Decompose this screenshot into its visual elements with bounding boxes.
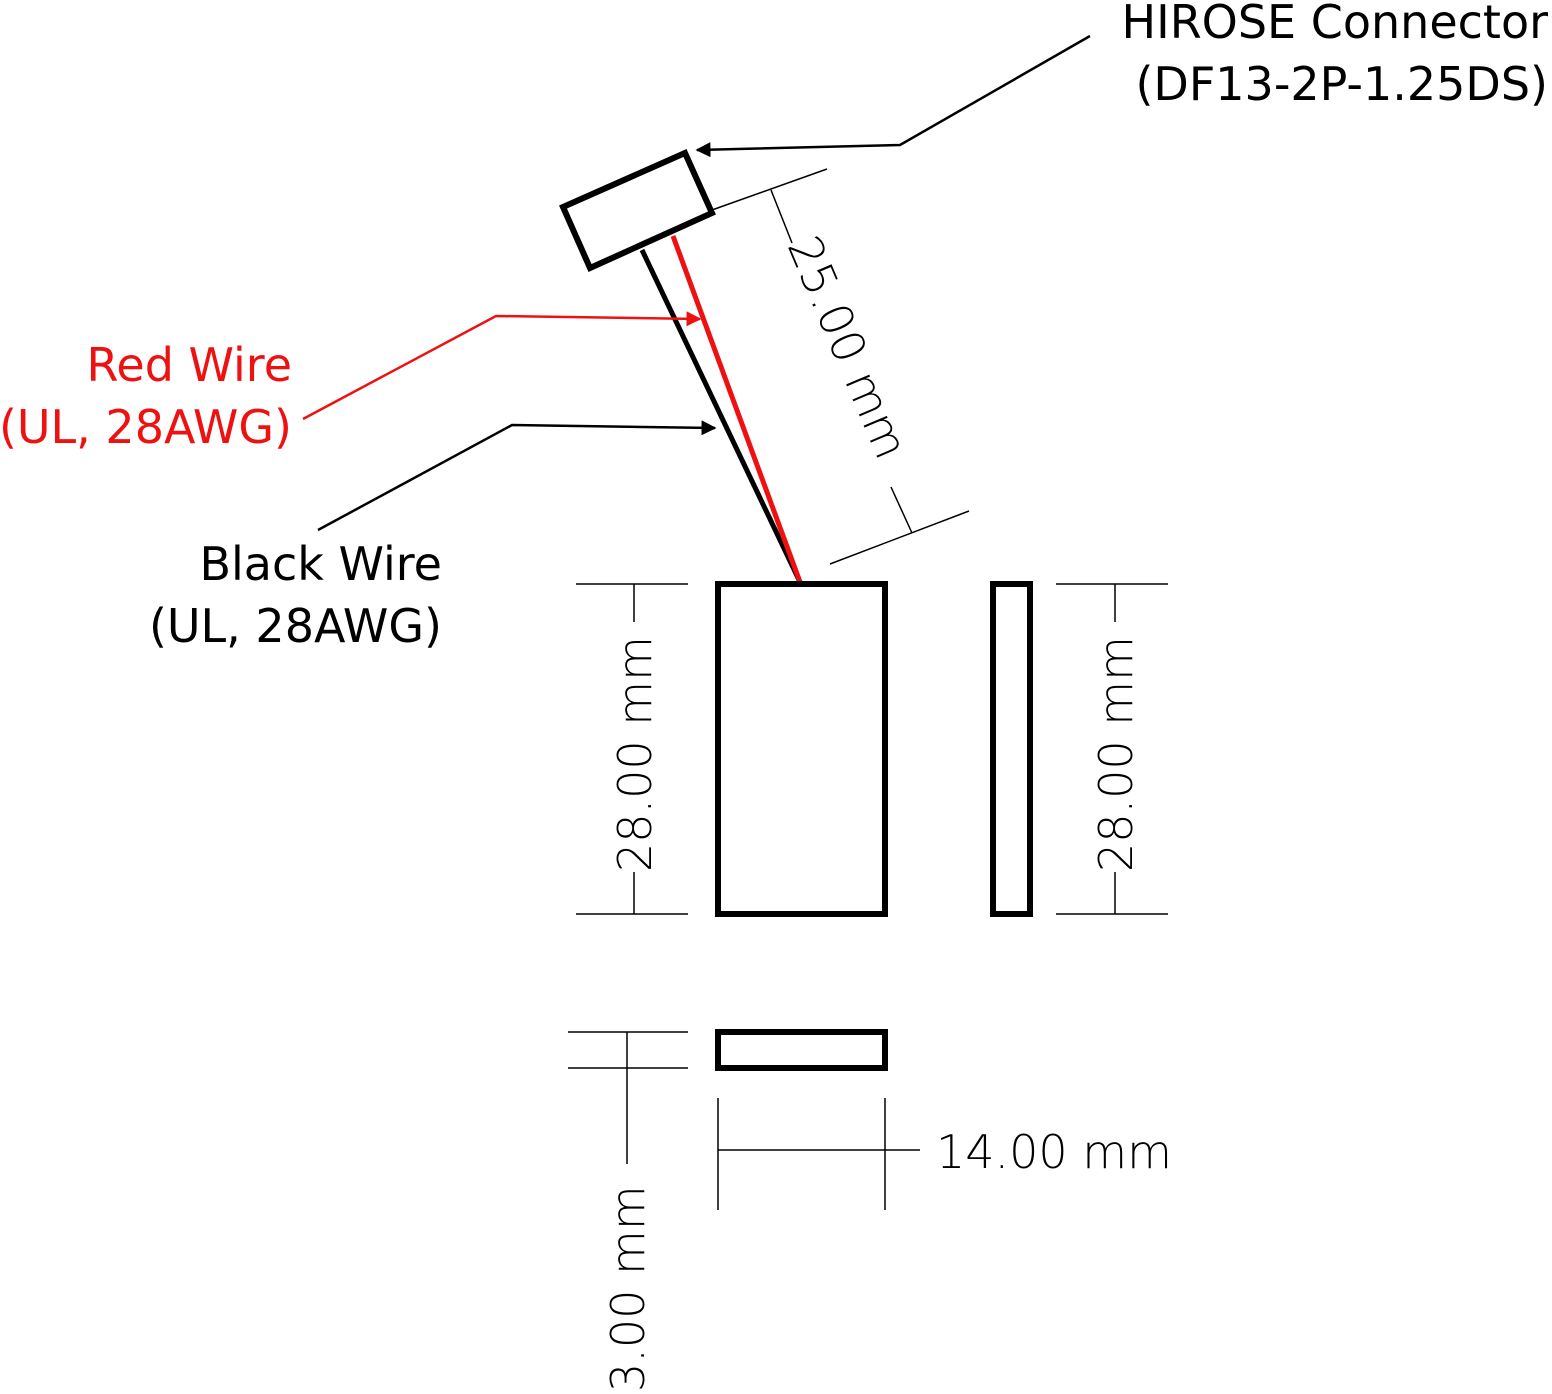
battery-front-view bbox=[715, 581, 888, 917]
side-height-label: 28.00 mm bbox=[1089, 636, 1143, 872]
hirose-connector-body bbox=[559, 149, 716, 272]
connector-label-line1: HIROSE Connector bbox=[1122, 0, 1549, 49]
connector-label-line2: (DF13-2P-1.25DS) bbox=[1135, 57, 1548, 111]
width-label: 14.00 mm bbox=[936, 1125, 1172, 1179]
black-wire-label-line2: (UL, 28AWG) bbox=[149, 599, 442, 653]
black-wire-label-line1: Black Wire bbox=[199, 537, 442, 591]
front-height-dimension bbox=[576, 583, 688, 915]
thickness-label: 3.00 mm bbox=[601, 1185, 655, 1392]
connector-leader-line bbox=[695, 34, 1091, 158]
black-wire-leader-line bbox=[317, 420, 717, 532]
width-dimension bbox=[717, 1098, 920, 1210]
wire-length-dim-line-bottom bbox=[890, 486, 913, 534]
wire-length-label: 25.00 mm bbox=[777, 228, 919, 466]
red-wire-label-line1: Red Wire bbox=[87, 338, 292, 392]
black-wire bbox=[639, 248, 803, 584]
battery-top-view bbox=[715, 1029, 888, 1071]
wire-length-ext-bottom bbox=[829, 510, 970, 565]
red-wire-label-line2: (UL, 28AWG) bbox=[0, 400, 292, 454]
thickness-dimension bbox=[568, 1031, 688, 1164]
wire-length-dim-line-top bbox=[770, 189, 793, 244]
battery-side-view bbox=[990, 581, 1033, 917]
red-wire bbox=[670, 235, 803, 583]
wire-length-ext-top bbox=[711, 168, 828, 211]
side-height-dimension bbox=[1056, 583, 1168, 915]
front-height-label: 28.00 mm bbox=[608, 636, 662, 872]
red-wire-leader-line bbox=[302, 311, 702, 421]
